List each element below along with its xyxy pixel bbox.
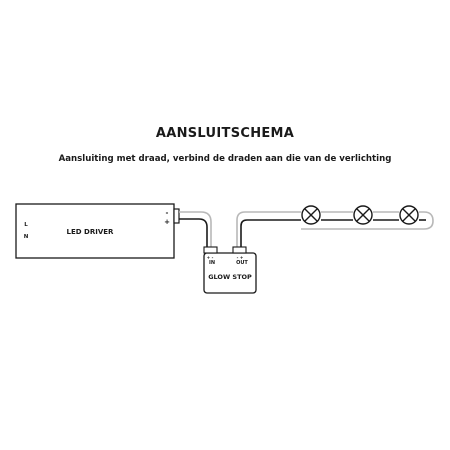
glow-stop-label: GLOW STOP <box>208 273 252 281</box>
wire-driver-light <box>179 211 212 247</box>
led-driver-label: LED DRIVER <box>67 228 114 236</box>
driver-output-minus: - <box>166 209 169 217</box>
driver-input-l: L <box>24 222 28 228</box>
wire-lamp-dark <box>240 219 301 247</box>
lamp-3 <box>399 205 419 225</box>
glow-stop-out-label: OUT <box>236 260 248 266</box>
glow-stop-in-connector <box>203 246 218 254</box>
glow-stop-box <box>203 252 257 294</box>
driver-output-connector <box>173 208 180 224</box>
glow-stop-in-polarity: + - <box>207 255 214 260</box>
lamp-2 <box>353 205 373 225</box>
led-driver-box <box>15 203 175 259</box>
led-driver: L N LED DRIVER - + <box>15 203 180 259</box>
glow-stop-out-connector <box>232 246 247 254</box>
glow-stop-out-polarity: - + <box>237 255 244 260</box>
diagram-subtitle: Aansluiting met draad, verbind de draden… <box>58 154 392 164</box>
wire-return-light <box>301 211 434 230</box>
driver-output-plus: + <box>164 218 170 226</box>
lamp-1 <box>301 205 321 225</box>
driver-input-n: N <box>24 234 29 240</box>
glow-stop: + - - + IN OUT GLOW STOP <box>203 246 257 294</box>
wire-driver-dark <box>179 218 208 247</box>
diagram-title: AANSLUITSCHEMA <box>155 126 295 141</box>
glow-stop-in-label: IN <box>209 260 215 266</box>
wire-lamp-light <box>236 211 301 247</box>
